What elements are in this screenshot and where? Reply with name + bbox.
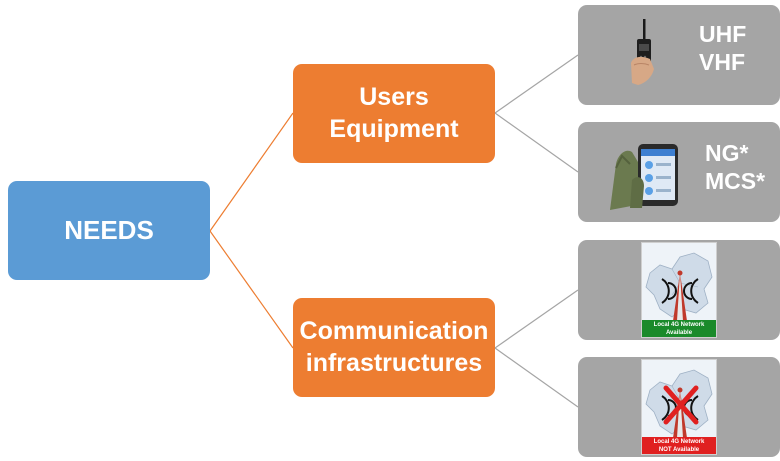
- users-equipment-label-line1: Users: [359, 83, 429, 112]
- ng-text: NG*: [705, 140, 749, 166]
- 4g-not-available-map-card: Local 4G Network NOT Available: [641, 359, 717, 455]
- connector-comm-to-available: [494, 289, 579, 349]
- needs-label: NEEDS: [64, 215, 154, 245]
- connector-comm-to-not-available: [494, 347, 579, 408]
- uhf-text: UHF: [699, 21, 747, 47]
- vhf-text: VHF: [699, 48, 745, 75]
- europe-map-4g-icon: [642, 243, 716, 323]
- 4g-available-label-line2: Available: [665, 329, 693, 336]
- needs-node: NEEDS: [8, 181, 210, 280]
- 4g-not-available-label: Local 4G Network NOT Available: [642, 437, 716, 454]
- 4g-available-leaf: Local 4G Network Available: [578, 240, 780, 340]
- users-equipment-label-line2: Equipment: [329, 114, 459, 143]
- europe-map-4g-crossed-icon: [642, 360, 716, 440]
- 4g-not-available-label-line1: Local 4G Network: [653, 438, 705, 445]
- communication-label-line1: Communication: [299, 317, 489, 346]
- communication-label-line2: infrastructures: [305, 348, 483, 377]
- 4g-not-available-label-line2: NOT Available: [658, 446, 700, 453]
- communication-infrastructures-node: Communication infrastructures: [293, 298, 495, 397]
- handheld-radio-icon: [631, 19, 654, 85]
- connector-root-to-users-equipment: [209, 112, 294, 232]
- 4g-available-label-line1: Local 4G Network: [653, 321, 705, 328]
- 4g-available-label: Local 4G Network Available: [642, 320, 716, 337]
- connector-users-to-ngmcs: [494, 112, 579, 173]
- uhf-vhf-leaf: UHF VHF: [578, 5, 780, 105]
- mcs-text: MCS*: [705, 167, 766, 194]
- smartphone-in-hand-icon: [610, 144, 678, 210]
- connector-users-to-uhf: [494, 54, 579, 114]
- ng-mcs-leaf: NG* MCS*: [578, 122, 780, 222]
- 4g-not-available-leaf: Local 4G Network NOT Available: [578, 357, 780, 457]
- connector-root-to-communication: [209, 230, 294, 349]
- users-equipment-node: Users Equipment: [293, 64, 495, 163]
- 4g-available-map-card: Local 4G Network Available: [641, 242, 717, 338]
